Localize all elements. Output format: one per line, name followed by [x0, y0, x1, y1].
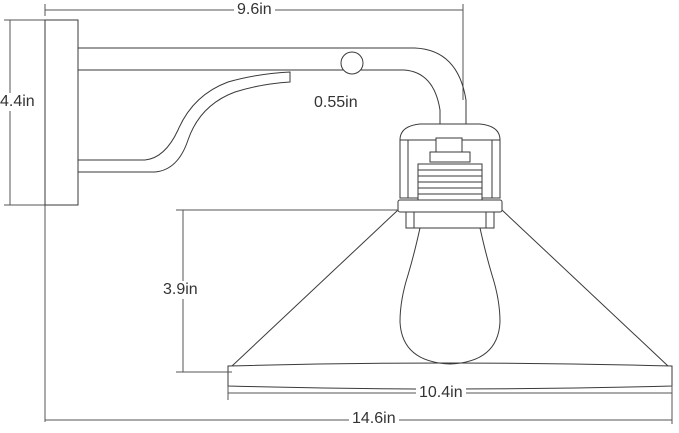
bulb [399, 227, 501, 365]
label-width-top: 9.6in [234, 1, 275, 19]
dim-line-shade-height [176, 209, 398, 373]
label-shade-diameter: 10.4in [416, 384, 466, 402]
arm [78, 47, 467, 173]
backplate [44, 19, 79, 206]
socket [397, 123, 503, 229]
dim-line-height-backplate [4, 19, 45, 206]
shade [227, 209, 673, 390]
label-arm-diameter: 0.55in [311, 94, 361, 112]
label-shade-height: 3.9in [160, 281, 201, 299]
label-total-depth: 14.6in [349, 410, 399, 428]
arm-diameter-marker [340, 51, 364, 75]
label-height-backplate: 4.4in [0, 93, 38, 111]
